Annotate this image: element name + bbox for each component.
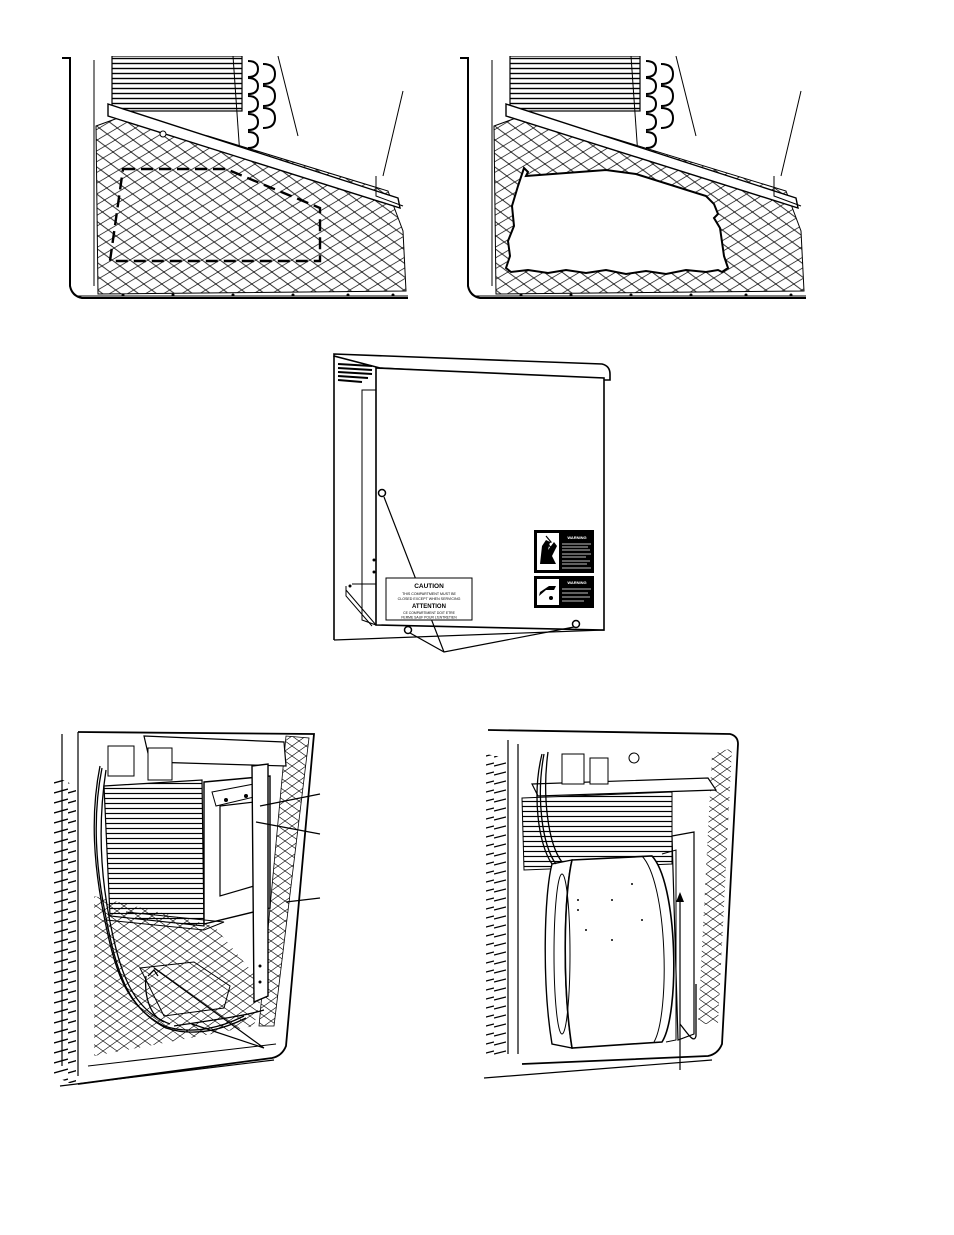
callout-leader <box>285 897 321 903</box>
caution-line2: CLOSED EXCEPT WHEN SERVICING <box>398 597 461 601</box>
warning-title-1: WARNING <box>567 535 586 540</box>
callout-leader <box>255 821 321 835</box>
figure-blower-compartment-wiring <box>54 726 326 1092</box>
figure-access-panel: CAUTION THIS COMPARTMENT MUST BE CLOSED … <box>332 350 614 662</box>
shock-hand-icon <box>540 540 557 564</box>
indoor-coil <box>521 791 673 871</box>
figure-blower-installed <box>482 724 742 1082</box>
warning-label-electrical: WARNING <box>534 530 594 573</box>
figure-insulation-removed <box>456 56 810 306</box>
coil-fins <box>509 56 641 112</box>
indoor-coil <box>103 779 205 927</box>
duct-opening-frame <box>203 775 271 925</box>
callout-leader <box>153 967 265 1049</box>
panel-screw <box>571 619 581 629</box>
wiring-harness <box>536 751 697 1040</box>
warning-label-fan: WARNING <box>534 576 594 608</box>
panel-screw <box>403 625 413 635</box>
coil-fins <box>111 56 243 112</box>
caution-label: CAUTION THIS COMPARTMENT MUST BE CLOSED … <box>385 577 473 621</box>
leader-lines <box>383 496 575 653</box>
support-rail <box>107 103 401 210</box>
callout-leader <box>259 793 321 807</box>
figure-insulation-marked <box>58 56 410 306</box>
caution-line1: THIS COMPARTMENT MUST BE <box>402 592 456 596</box>
wiring-harness <box>93 765 265 1033</box>
panel-screw <box>377 488 387 498</box>
hand-fan-icon <box>539 586 556 596</box>
louver-vent <box>337 363 373 383</box>
coil-tube-bends <box>247 60 277 149</box>
control-box <box>531 777 718 797</box>
support-rail <box>505 103 799 210</box>
coil-tube-bends <box>645 60 675 149</box>
warning-title-2: WARNING <box>567 580 586 585</box>
attention-title: ATTENTION <box>412 604 446 610</box>
insulation-mesh <box>95 117 407 295</box>
attention-line1: CE COMPARTIMENT DOIT ETRE <box>403 611 455 615</box>
insulation-cutout <box>504 166 730 276</box>
caution-title: CAUTION <box>414 583 444 590</box>
blower-assembly <box>544 855 675 1049</box>
attention-line2: FERME SAUF POUR L'ENTRETIEN <box>401 616 457 620</box>
arrowhead-icon <box>676 892 684 902</box>
